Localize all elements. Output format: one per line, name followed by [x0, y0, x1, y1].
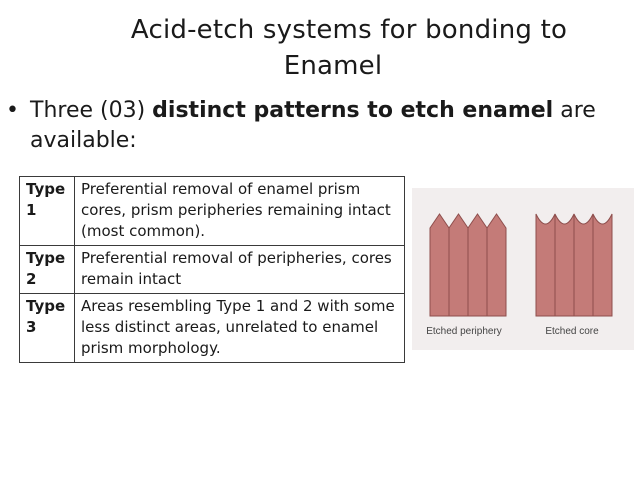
label-etched-core: Etched core — [545, 326, 599, 337]
bullet-icon: • — [6, 98, 19, 123]
prism-column — [448, 213, 469, 317]
slide-title: Acid-etch systems for bonding to Enamel — [0, 12, 638, 84]
type-description: Preferential removal of peripheries, cor… — [74, 245, 405, 294]
type-description: Areas resembling Type 1 and 2 with some … — [74, 293, 405, 363]
table-row: Type 1 Preferential removal of enamel pr… — [19, 176, 405, 246]
prism-column — [573, 213, 594, 317]
etched-periphery-prisms — [429, 213, 507, 317]
table-row: Type 3 Areas resembling Type 1 and 2 wit… — [19, 293, 405, 363]
type-label: Type 1 — [19, 176, 75, 246]
type-label: Type 3 — [19, 293, 75, 363]
type-label: Type 2 — [19, 245, 75, 294]
prism-column — [429, 213, 450, 317]
prism-column — [486, 213, 507, 317]
prism-column — [554, 213, 575, 317]
etched-core-prisms — [535, 213, 613, 317]
prism-column — [467, 213, 488, 317]
enamel-etch-illustration: Etched periphery Etched core — [412, 188, 634, 350]
bullet-bold: distinct patterns to etch enamel — [152, 98, 554, 123]
etch-patterns-table: Type 1 Preferential removal of enamel pr… — [19, 176, 405, 363]
bullet-point: • Three (03) distinct patterns to etch e… — [6, 96, 626, 156]
title-line-2: Enamel — [283, 51, 383, 81]
title-line-1: Acid-etch systems for bonding to — [130, 15, 568, 45]
bullet-intro: Three (03) — [30, 98, 146, 123]
bullet-text: Three (03) distinct patterns to etch ena… — [6, 96, 626, 156]
prism-diagram: Etched periphery Etched core — [426, 213, 613, 337]
prism-column — [592, 213, 613, 317]
label-etched-periphery: Etched periphery — [426, 326, 502, 337]
bullet-tail: are available: — [30, 98, 596, 153]
prism-column — [535, 213, 556, 317]
type-description: Preferential removal of enamel prism cor… — [74, 176, 405, 246]
table-row: Type 2 Preferential removal of peripheri… — [19, 245, 405, 294]
